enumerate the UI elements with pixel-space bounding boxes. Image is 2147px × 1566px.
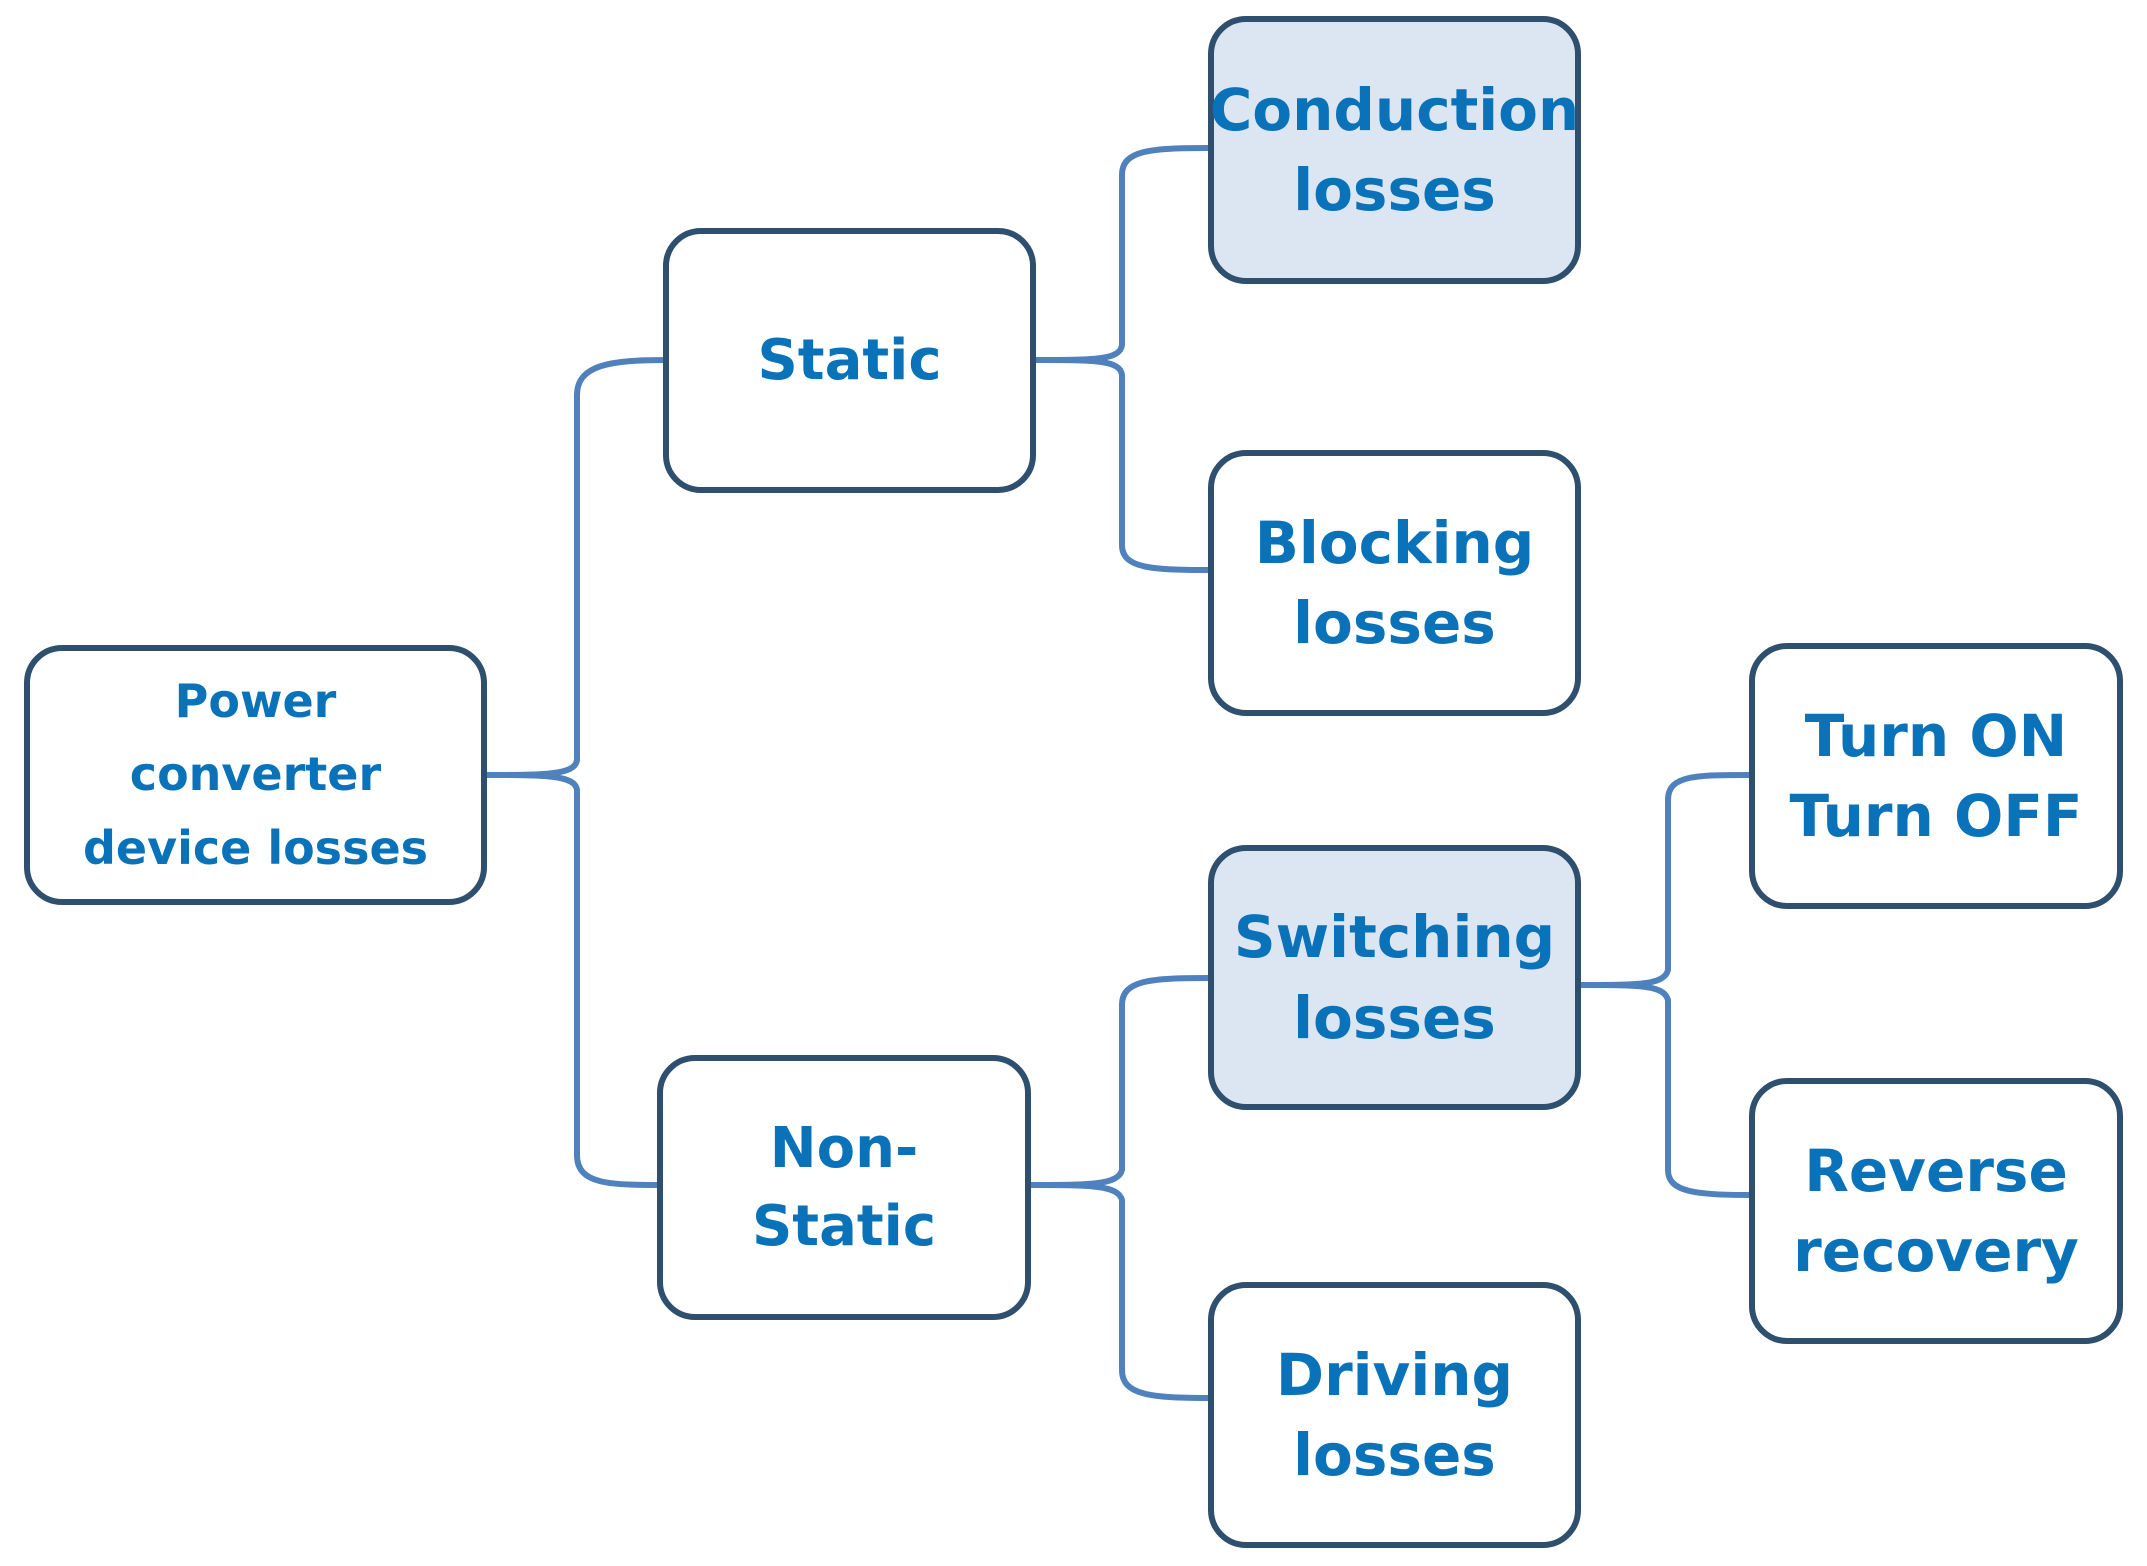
node-label-line: Turn ON <box>1804 701 2068 770</box>
connector-switching-branches <box>1580 772 1753 1198</box>
node-conduction-losses: Conduction losses <box>1208 16 1581 284</box>
connector-nonstatic-branches <box>1030 975 1211 1401</box>
node-label-line: losses <box>1293 589 1496 657</box>
node-label-line: Power <box>174 673 337 728</box>
node-label-line: losses <box>1293 156 1496 224</box>
node-switching-losses: Switching losses <box>1208 845 1581 1110</box>
node-label-line: Non- <box>769 1116 919 1182</box>
node-label-line: Switching <box>1233 903 1556 972</box>
node-label-line: converter <box>129 747 382 802</box>
node-turn-on-turn-off: Turn ON Turn OFF <box>1749 643 2123 909</box>
node-label-line: losses <box>1293 1421 1496 1489</box>
node-non-static: Non- Static <box>657 1055 1031 1320</box>
node-label-line: device losses <box>82 820 429 875</box>
node-label-line: losses <box>1293 983 1496 1052</box>
node-driving-losses: Driving losses <box>1208 1282 1581 1548</box>
node-label-line: Conduction <box>1209 75 1580 144</box>
node-label-line: Static <box>757 327 942 393</box>
connector-root-branches <box>486 357 667 1188</box>
node-label-line: Driving <box>1275 1340 1514 1409</box>
node-static: Static <box>663 228 1036 493</box>
node-label-line: Static <box>751 1193 937 1259</box>
node-label-line: Reverse <box>1804 1136 2068 1205</box>
node-reverse-recovery: Reverse recovery <box>1749 1078 2123 1344</box>
node-label-line: recovery <box>1793 1217 2079 1285</box>
node-label-line: Blocking <box>1254 508 1535 577</box>
node-blocking-losses: Blocking losses <box>1208 450 1581 716</box>
node-label-line: Turn OFF <box>1789 782 2083 850</box>
connector-static-branches <box>1035 145 1211 573</box>
node-power-converter-device-losses: Power converter device losses <box>24 645 487 905</box>
